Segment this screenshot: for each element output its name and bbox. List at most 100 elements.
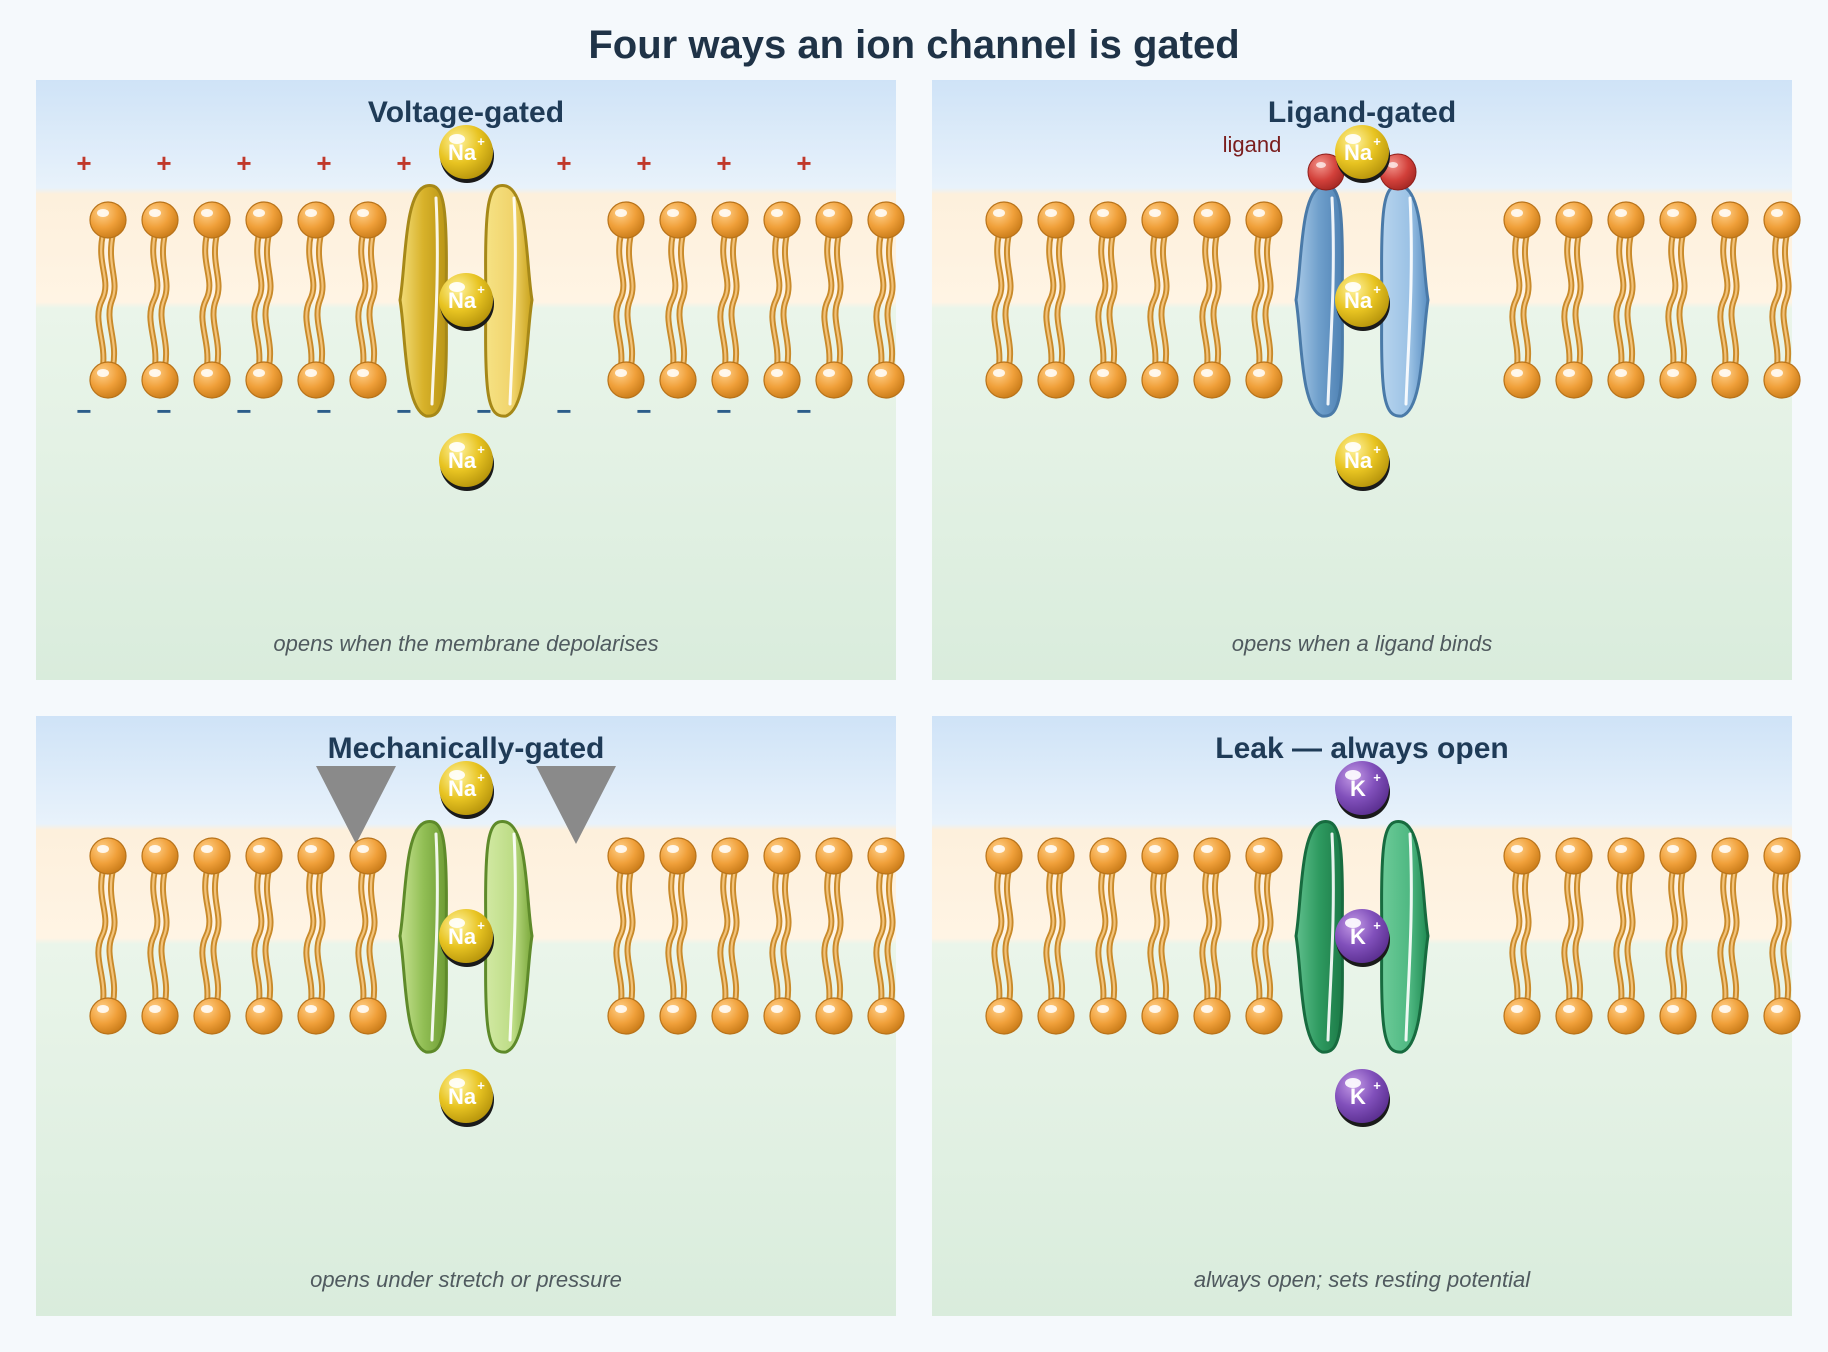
phospholipid (659, 201, 697, 399)
lipid-head (193, 837, 231, 875)
lipid-head (1503, 201, 1541, 239)
lipid-head (245, 997, 283, 1035)
lipid-head (141, 201, 179, 239)
phospholipid (89, 201, 127, 399)
lipid-head (1037, 361, 1075, 399)
lipid-head (1503, 997, 1541, 1035)
lipid-head (711, 997, 749, 1035)
lipid-head (1089, 361, 1127, 399)
lipid-head (1607, 361, 1645, 399)
lipid-head (763, 837, 801, 875)
phospholipid (1607, 201, 1645, 399)
ion-symbol: Na (448, 140, 477, 165)
phospholipid (245, 837, 283, 1035)
phospholipid (1037, 201, 1075, 399)
lipid-head (1245, 997, 1283, 1035)
panel-title: Ligand-gated (1268, 96, 1456, 129)
phospholipid (141, 837, 179, 1035)
lipid-head (1763, 361, 1801, 399)
lipid-head (141, 361, 179, 399)
phospholipid (659, 837, 697, 1035)
lipid-head (1711, 201, 1749, 239)
lipid-head (245, 361, 283, 399)
lipid-head (711, 361, 749, 399)
potassium-ion: K+ (1335, 909, 1390, 967)
phospholipid (1711, 201, 1749, 399)
lipid-head (349, 361, 387, 399)
lipid-head (867, 997, 905, 1035)
lipid-head (659, 837, 697, 875)
negative-charge: − (76, 396, 91, 426)
phospholipid (1503, 201, 1541, 399)
ion-charge: + (477, 770, 485, 785)
channel-subunit-right (484, 820, 534, 1054)
phospholipid (1193, 201, 1231, 399)
lipid-head (659, 997, 697, 1035)
ion-charge: + (477, 282, 485, 297)
lipid-head (1141, 201, 1179, 239)
lipid-head (349, 837, 387, 875)
ion-symbol: Na (1344, 448, 1373, 473)
lipid-head (763, 201, 801, 239)
lipid-head (607, 837, 645, 875)
sodium-ion: Na+ (439, 909, 494, 967)
phospholipid (193, 201, 231, 399)
ion-symbol: Na (448, 924, 477, 949)
lipid-head (297, 201, 335, 239)
lipid-head (89, 837, 127, 875)
lipid-head (1193, 201, 1231, 239)
lipid-head (193, 997, 231, 1035)
ion-symbol: Na (448, 776, 477, 801)
phospholipid (711, 837, 749, 1035)
lipid-head (1763, 997, 1801, 1035)
lipid-head (607, 201, 645, 239)
phospholipid (607, 837, 645, 1035)
ion-charge: + (477, 1078, 485, 1093)
lipid-head (867, 837, 905, 875)
phospholipid (815, 837, 853, 1035)
channel-subunit-right (1380, 184, 1430, 418)
ion-charge: + (1373, 282, 1381, 297)
sodium-ion: Na+ (1335, 273, 1390, 331)
potassium-ion: K+ (1335, 1069, 1390, 1127)
lipid-head (1555, 361, 1593, 399)
positive-charge: + (316, 148, 331, 178)
lipid-head (1711, 997, 1749, 1035)
lipid-head (89, 201, 127, 239)
ion-charge: + (1373, 770, 1381, 785)
ion-channel-protein (398, 820, 534, 1054)
lipid-head (985, 361, 1023, 399)
ion-symbol: K (1350, 924, 1366, 949)
lipid-head (1555, 201, 1593, 239)
lipid-head (141, 997, 179, 1035)
lipid-head (1245, 837, 1283, 875)
panel-caption: opens under stretch or pressure (310, 1267, 622, 1292)
lipid-head (1037, 201, 1075, 239)
lipid-head (815, 837, 853, 875)
lipid-head (1193, 361, 1231, 399)
panel-title: Leak — always open (1215, 732, 1508, 765)
lipid-head (193, 201, 231, 239)
lipid-head (1607, 201, 1645, 239)
lipid-head (1607, 837, 1645, 875)
sodium-ion: Na+ (439, 125, 494, 183)
phospholipid (1555, 837, 1593, 1035)
ion-channel-protein (1294, 184, 1430, 418)
lipid-head (1245, 361, 1283, 399)
positive-charge: + (796, 148, 811, 178)
pressure-wedge-left (316, 766, 396, 844)
lipid-head (1763, 201, 1801, 239)
panel-caption: opens when a ligand binds (1232, 631, 1493, 656)
lipid-head (1555, 837, 1593, 875)
negative-charge: − (476, 396, 491, 426)
lipid-head (763, 361, 801, 399)
lipid-head (1659, 837, 1697, 875)
sodium-ion: Na+ (1335, 125, 1390, 183)
phospholipid (297, 837, 335, 1035)
lipid-head (297, 837, 335, 875)
positive-charge: + (76, 148, 91, 178)
lipid-head (1037, 997, 1075, 1035)
lipid-head (815, 361, 853, 399)
